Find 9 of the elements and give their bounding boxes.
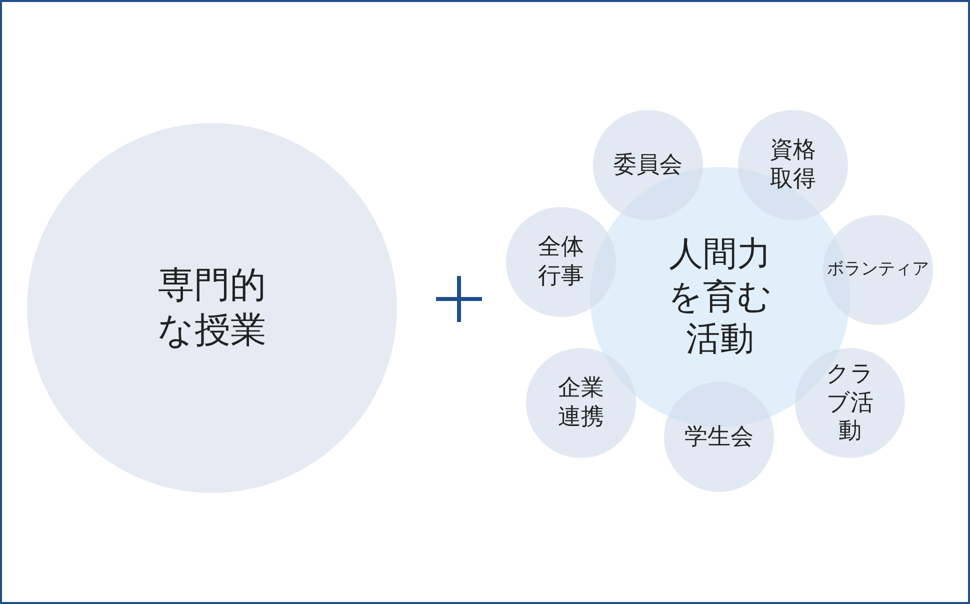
node-label: 資格取得 [770,136,816,194]
node-label: 委員会 [614,150,682,180]
node-label: 人間力を育む活動 [667,233,773,361]
node-label: ボランティア [827,259,929,281]
node-label: 専門的な授業 [156,264,268,353]
node-label: 全体行事 [538,233,584,291]
node-label: 企業連携 [558,374,604,432]
node-label: クラブ活動 [825,360,875,446]
node-label: 学生会 [684,422,754,452]
